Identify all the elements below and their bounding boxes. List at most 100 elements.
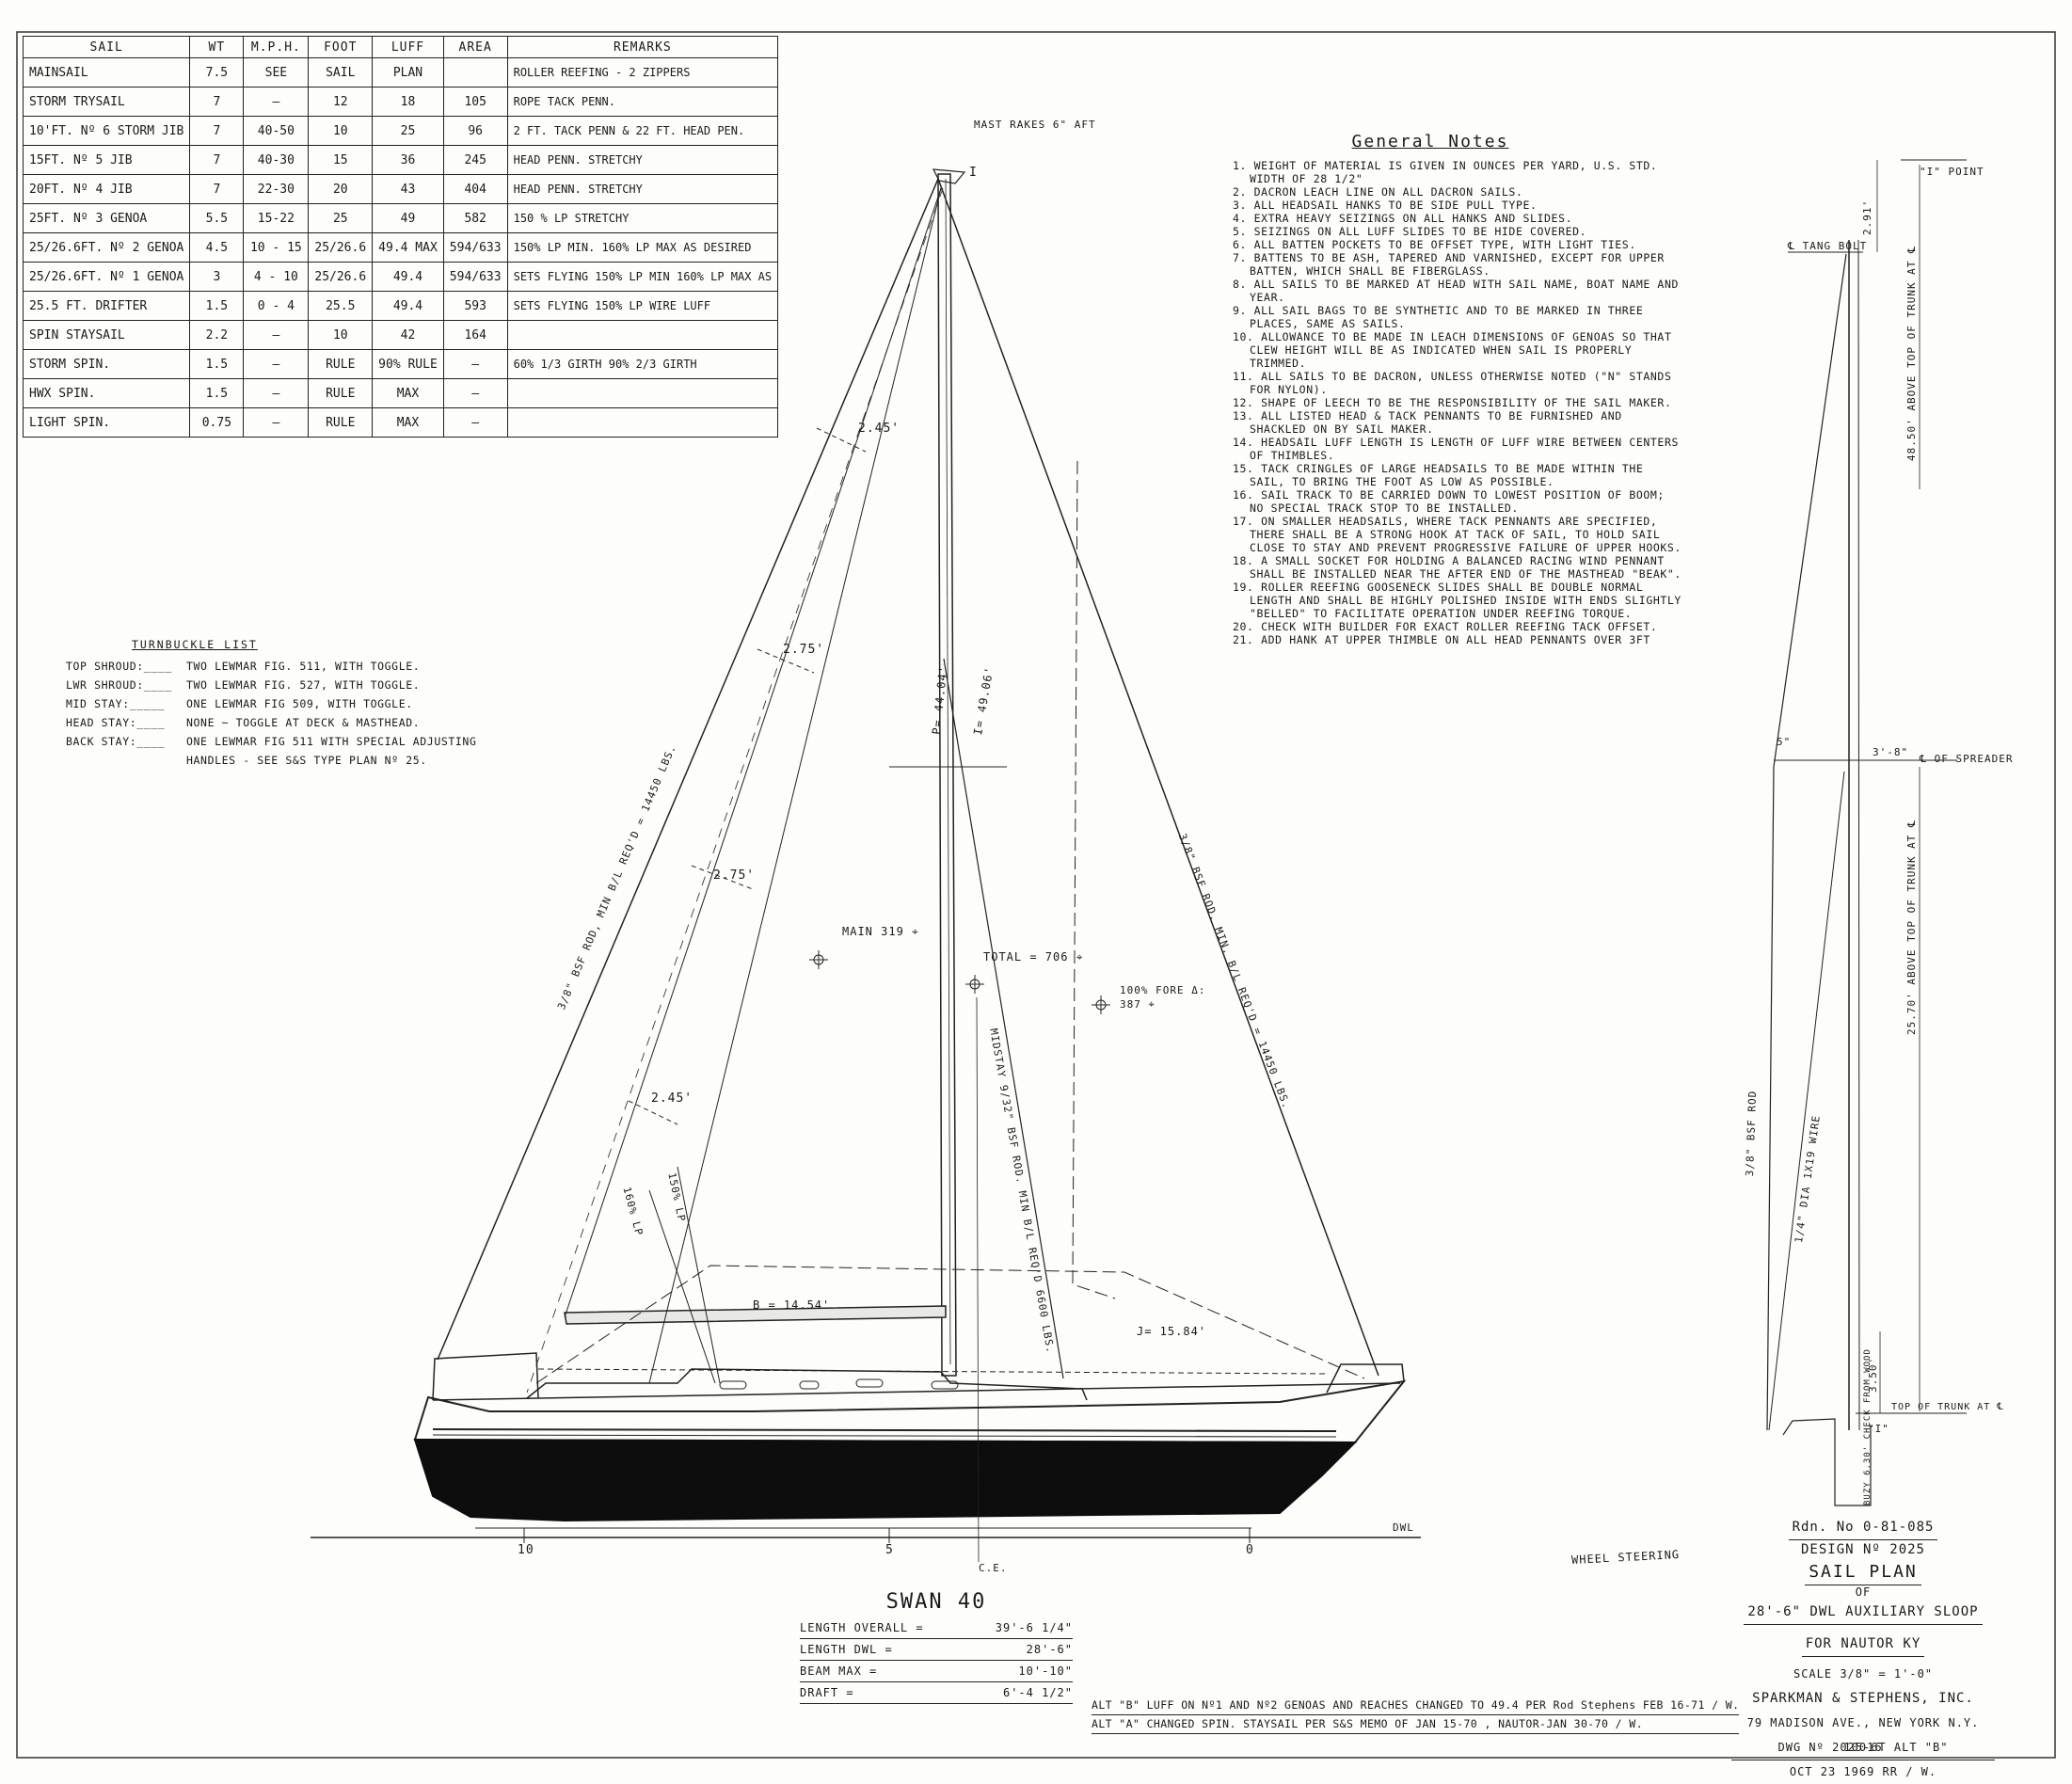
sail-table-cell: 22-30 [243,174,310,204]
turnbuckle-value: ONE LEWMAR FIG 511 WITH SPECIAL ADJUSTIN… [186,735,477,748]
sail-table-cell: 593 [442,291,508,321]
drawing-number: DWG Nº 2025-6T ALT "B" [1774,1735,1952,1760]
sail-table-cell: 594/633 [442,262,508,292]
sail-table-header: SAIL WT M.P.H. FOOT LUFF AREA REMARKS [22,36,779,58]
sail-table-cell: SETS FLYING 150% LP MIN 160% LP MAX AS [506,262,779,292]
sail-table-cell: 7 [189,145,245,175]
sail-table-cell: 7 [189,174,245,204]
i-point-label: "I" POINT [1920,166,1984,178]
spec-value: 6'-4 1/2" [1002,1686,1073,1699]
general-note-item: 20. CHECK WITH BUILDER FOR EXACT ROLLER … [1233,620,1658,633]
general-note-item: 14. HEADSAIL LUFF LENGTH IS LENGTH OF LU… [1233,436,1679,462]
dwl-label: DWL [1393,1521,1414,1534]
general-notes-title: General Notes [1351,132,1509,151]
sail-table-cell: — [243,87,310,117]
ce-label: C.E. [979,1562,1008,1574]
sail-table-cell: MAINSAIL [22,57,191,88]
port-light-4 [931,1380,959,1390]
col-header-mph: M.P.H. [243,36,310,58]
turnbuckle-row: HANDLES - SEE S&S TYPE PLAN Nº 25. [66,751,476,770]
total-area-label: TOTAL = 706 ⌖ [983,950,1084,964]
hull-topsides [413,1379,1407,1444]
sail-table-cell: HEAD PENN. STRETCHY [506,174,779,204]
sail-table-cell: 0 - 4 [243,291,310,321]
bow-pulpit [1326,1363,1405,1394]
sail-table-cell: LIGHT SPIN. [22,407,191,438]
batten-dim-1: 2.45' [858,422,901,436]
sail-table-cell [506,320,779,350]
sail-table-cell: 404 [442,174,508,204]
alteration-a: ALT "A" CHANGED SPIN. STAYSAIL PER S&S M… [1092,1715,1740,1734]
lp-160-line [648,1189,716,1384]
sail-table-cell: 10'FT. Nº 6 STORM JIB [22,116,191,146]
spec-row: LENGTH DWL = 28'-6" [800,1639,1073,1661]
spec-value: 28'-6" [1026,1643,1073,1656]
fore-centroid-marker [1092,996,1110,1014]
main-area-label: MAIN 319 ⌖ [842,925,919,938]
batten-3 [691,865,754,890]
boot-stripe-1 [432,1428,1337,1432]
sail-table-cell: 164 [442,320,508,350]
dim-291-label: 2.91' [1861,199,1873,235]
spec-label: LENGTH OVERALL = [800,1621,924,1634]
sail-table-cell: SPIN STAYSAIL [22,320,191,350]
sail-table-cell: PLAN [372,57,444,88]
sail-table-cell: 4 - 10 [243,262,310,292]
station-5-label: 5 [885,1543,894,1557]
general-note-item: 15. TACK CRINGLES OF LARGE HEADSAILS TO … [1233,462,1644,488]
sail-table-cell: 7 [189,87,245,117]
sail-table-cell: 105 [442,87,508,117]
spec-label: LENGTH DWL = [800,1643,893,1656]
side-deck [1782,1418,1872,1506]
general-note-item: 11. ALL SAILS TO BE DACRON, UNLESS OTHER… [1233,370,1672,396]
sail-table-cell: 49 [372,203,444,233]
masthead [932,168,966,184]
turnbuckle-title: TURNBUCKLE LIST [132,638,258,651]
turnbuckle-value: NONE ~ TOGGLE AT DECK & MASTHEAD. [186,716,421,729]
batten-1 [816,427,867,453]
general-note-item: 6. ALL BATTEN POCKETS TO BE OFFSET TYPE,… [1233,238,1636,251]
turnbuckle-label: TOP SHROUD:____ [66,660,172,673]
sail-table-cell: 3 [189,262,245,292]
sail-table-cell: SAIL [308,57,374,88]
mast [937,173,957,1377]
general-notes-list: 1. WEIGHT OF MATERIAL IS GIVEN IN OUNCES… [1233,159,1684,646]
of-label: OF [1855,1585,1872,1599]
design-number: DESIGN Nº 2025 [1800,1542,1925,1557]
batten-dim-4: 2.45' [651,1091,693,1106]
col-header-area: AREA [442,36,508,58]
sail-table-cell: 10 [308,116,374,146]
sail-table-cell [506,407,779,438]
col-header-sail: SAIL [22,36,191,58]
sail-table-cell: STORM TRYSAIL [22,87,191,117]
general-note-item: 10. ALLOWANCE TO BE MADE IN LEACH DIMENS… [1233,330,1672,370]
sail-table-cell: 15 [308,145,374,175]
sail-table-cell: 10 [308,320,374,350]
general-note-item: 5. SEIZINGS ON ALL LUFF SLIDES TO BE HID… [1233,225,1587,238]
hull-bottom [413,1438,1358,1522]
general-note-item: 21. ADD HANK AT UPPER THIMBLE ON ALL HEA… [1233,633,1650,646]
general-note-item: 9. ALL SAIL BAGS TO BE SYNTHETIC AND TO … [1233,304,1644,330]
sail-table-cell: 4.5 [189,232,245,263]
sail-table-cell: 96 [442,116,508,146]
dim-2570-label: 25.70' ABOVE TOP OF TRUNK AT ℄ [1905,819,1918,1035]
port-light-3 [855,1378,884,1388]
sail-table-cell: — [243,349,310,379]
sail-table-cell: 42 [372,320,444,350]
spreader-label: ℄ OF SPREADER [1920,753,2014,765]
drawing-date: OCT 23 1969 RR / W. [1789,1765,1937,1778]
tang-bolt-label: ℄ TANG BOLT [1788,240,1868,252]
title-block: Rdn. No 0-81-085 DESIGN Nº 2025 SAIL PLA… [1731,1515,1995,1784]
boot-stripe-2 [432,1434,1337,1438]
side-shroud-lower [1766,766,1775,1431]
turnbuckle-rows: TOP SHROUD:____TWO LEWMAR FIG. 511, WITH… [66,657,476,770]
swan-specs: SWAN 40 LENGTH OVERALL =39'-6 1/4"LENGTH… [800,1590,1073,1704]
drawing-border [16,31,2056,1759]
sail-table-cell: 25 [308,203,374,233]
sail-table-cell: — [442,349,508,379]
